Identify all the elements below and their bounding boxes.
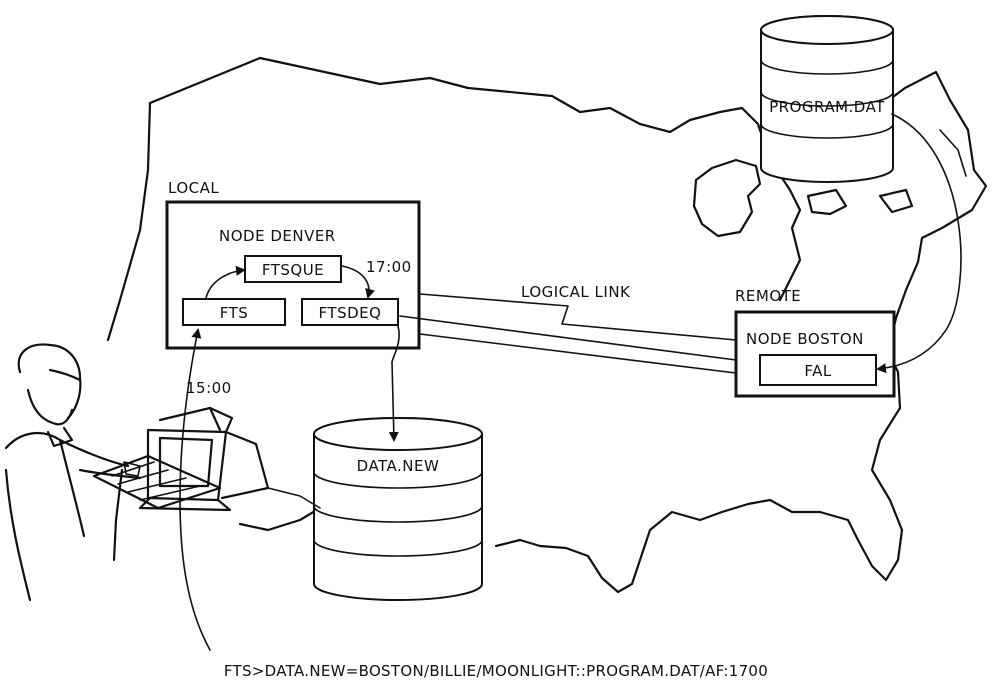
user-figure: [4, 343, 142, 602]
ftsque-label: FTSQUE: [262, 261, 324, 279]
keyboard: [92, 454, 222, 510]
ftsdeq-to-data-new-arrow: [388, 325, 400, 442]
great-lakes: [692, 158, 914, 238]
fal-box: [759, 354, 877, 386]
fts-box: [182, 298, 286, 326]
terminal: [138, 406, 321, 512]
program-dat-label: PROGRAM.DAT: [769, 98, 885, 116]
fts-to-ftsque-arrow: [205, 265, 246, 299]
us-map-outline: [106, 56, 988, 594]
remote-label: REMOTE: [735, 287, 801, 305]
time-1700-label: 17:00: [366, 258, 412, 276]
program-dat-to-fal-arrow: [876, 113, 962, 374]
ftsdeq-box: [301, 298, 399, 326]
logical-link-lines: [399, 293, 761, 377]
time-1500-label: 15:00: [186, 379, 232, 397]
ftsque-to-ftsdeq-arrow: [341, 265, 375, 299]
fts-label: FTS: [220, 304, 249, 322]
program-dat-disk: PROGRAM.DAT: [760, 15, 894, 183]
logical-link-label: LOGICAL LINK: [521, 283, 631, 301]
fal-label: FAL: [804, 362, 832, 380]
node-boston-label: NODE BOSTON: [746, 330, 864, 348]
local-label: LOCAL: [168, 179, 219, 197]
node-denver-label: NODE DENVER: [219, 227, 336, 245]
data-new-disk: DATA.NEW: [313, 417, 483, 601]
data-new-label: DATA.NEW: [357, 457, 440, 475]
fts-command-line: FTS>DATA.NEW=BOSTON/BILLIE/MOONLIGHT::PR…: [224, 662, 768, 680]
ftsdeq-label: FTSDEQ: [319, 304, 382, 322]
